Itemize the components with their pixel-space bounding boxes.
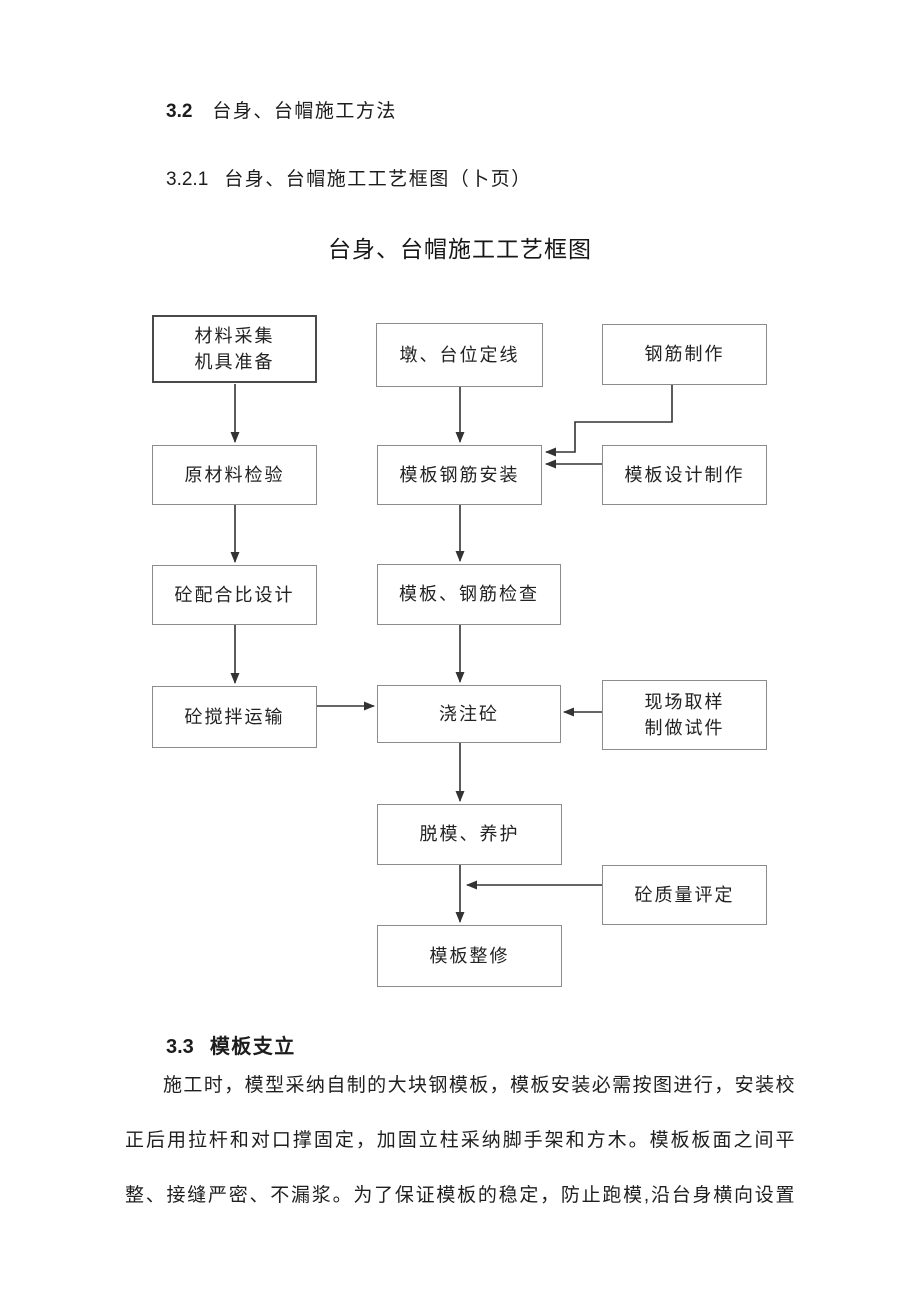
section-number: 3.3: [166, 1036, 194, 1058]
flow-node-concrete-quality-eval: 砼质量评定: [602, 865, 767, 925]
flow-node-concrete-pouring: 浇注砼: [377, 685, 561, 743]
paragraph-line: 施工时，模型采纳自制的大块钢模板，模板安装必需按图进行，安装校: [163, 1075, 795, 1096]
section-heading-3-3: 3.3 模板支立: [166, 1030, 296, 1059]
section-title: 台身、台帽施工工艺框图（卜页）: [224, 169, 532, 190]
flowchart-diagram: 材料采集 机具准备 墩、台位定线 钢筋制作 原材料检验 模板钢筋安装 模板设计制…: [152, 315, 767, 987]
paragraph-line: 正后用拉杆和对口撑固定，加固立柱采纳脚手架和方木。模板板面之间平: [125, 1130, 795, 1151]
flow-node-demould-curing: 脱模、养护: [377, 804, 562, 865]
flow-node-formwork-repair: 模板整修: [377, 925, 562, 987]
flow-node-site-sampling: 现场取样 制做试件: [602, 680, 767, 750]
section-number: 3.2: [166, 101, 193, 122]
flow-node-rebar-fabrication: 钢筋制作: [602, 324, 767, 385]
section-title: 台身、台帽施工方法: [212, 101, 397, 122]
section-title: 模板支立: [209, 1036, 296, 1058]
flow-node-raw-material-inspection: 原材料检验: [152, 445, 317, 505]
flow-node-concrete-mixing-transport: 砼搅拌运输: [152, 686, 317, 748]
paragraph-line: 整、接缝严密、不漏浆。为了保证模板的稳定，防止跑模,沿台身横向设置: [125, 1185, 795, 1206]
section-heading-3-2-1: 3.2.1 台身、台帽施工工艺框图（卜页）: [166, 164, 532, 191]
flow-node-formwork-rebar-check: 模板、钢筋检查: [377, 564, 561, 625]
flow-node-concrete-mix-design: 砼配合比设计: [152, 565, 317, 625]
flow-node-formwork-rebar-install: 模板钢筋安装: [377, 445, 542, 505]
section-heading-3-2: 3.2 台身、台帽施工方法: [166, 96, 397, 123]
flow-node-material-collection: 材料采集 机具准备: [152, 315, 317, 383]
body-paragraph: 施工时，模型采纳自制的大块钢模板，模板安装必需按图进行，安装校 正后用拉杆和对口…: [125, 1058, 795, 1223]
flow-node-pier-positioning: 墩、台位定线: [376, 323, 543, 387]
section-number: 3.2.1: [166, 169, 209, 190]
flow-node-formwork-design: 模板设计制作: [602, 445, 767, 505]
flowchart-title: 台身、台帽施工工艺框图: [328, 236, 592, 262]
